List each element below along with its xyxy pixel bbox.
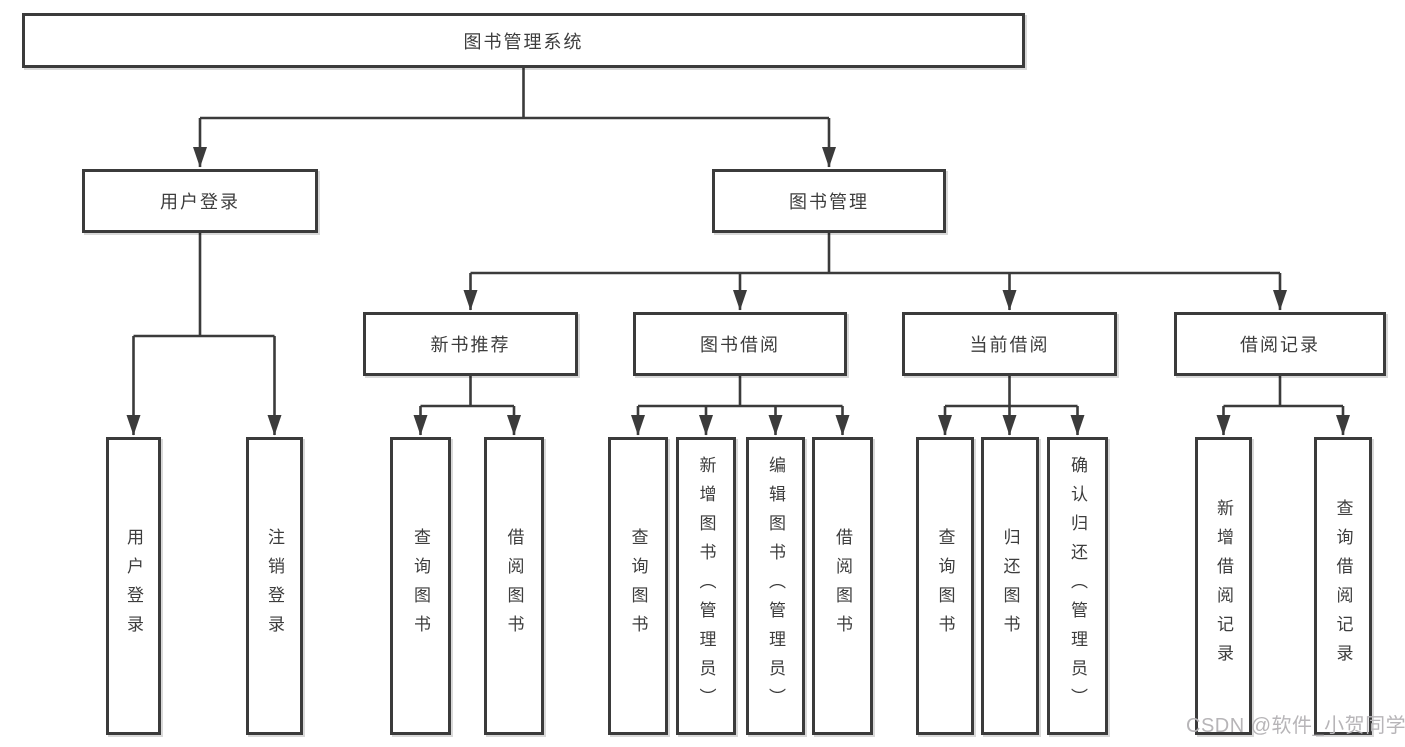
node-book-borrowing: 图书借阅 bbox=[633, 312, 847, 376]
node-leaf-add-borrow-record: 新增借阅记录 bbox=[1195, 437, 1252, 735]
node-leaf-query-books-current: 查询图书 bbox=[916, 437, 974, 735]
node-leaf-query-books-recommend: 查询图书 bbox=[390, 437, 451, 735]
node-new-book-recommend: 新书推荐 bbox=[363, 312, 578, 376]
node-leaf-borrow-books-recommend: 借阅图书 bbox=[484, 437, 544, 735]
node-borrow-records: 借阅记录 bbox=[1174, 312, 1386, 376]
node-leaf-query-books-borrow: 查询图书 bbox=[608, 437, 668, 735]
node-leaf-add-book-admin: 新增图书（管理员） bbox=[676, 437, 736, 735]
node-leaf-user-login: 用户登录 bbox=[106, 437, 161, 735]
csdn-watermark: CSDN @软件_小贺同学 bbox=[1186, 715, 1405, 737]
node-leaf-return-book: 归还图书 bbox=[981, 437, 1039, 735]
node-leaf-borrow-books: 借阅图书 bbox=[812, 437, 873, 735]
node-library-system: 图书管理系统 bbox=[22, 13, 1025, 68]
node-leaf-logout: 注销登录 bbox=[246, 437, 303, 735]
node-leaf-edit-book-admin: 编辑图书（管理员） bbox=[746, 437, 805, 735]
node-leaf-query-borrow-record: 查询借阅记录 bbox=[1314, 437, 1372, 735]
node-user-login: 用户登录 bbox=[82, 169, 318, 233]
node-leaf-confirm-return-admin: 确认归还（管理员） bbox=[1047, 437, 1108, 735]
node-book-management: 图书管理 bbox=[712, 169, 946, 233]
node-current-borrowing: 当前借阅 bbox=[902, 312, 1117, 376]
